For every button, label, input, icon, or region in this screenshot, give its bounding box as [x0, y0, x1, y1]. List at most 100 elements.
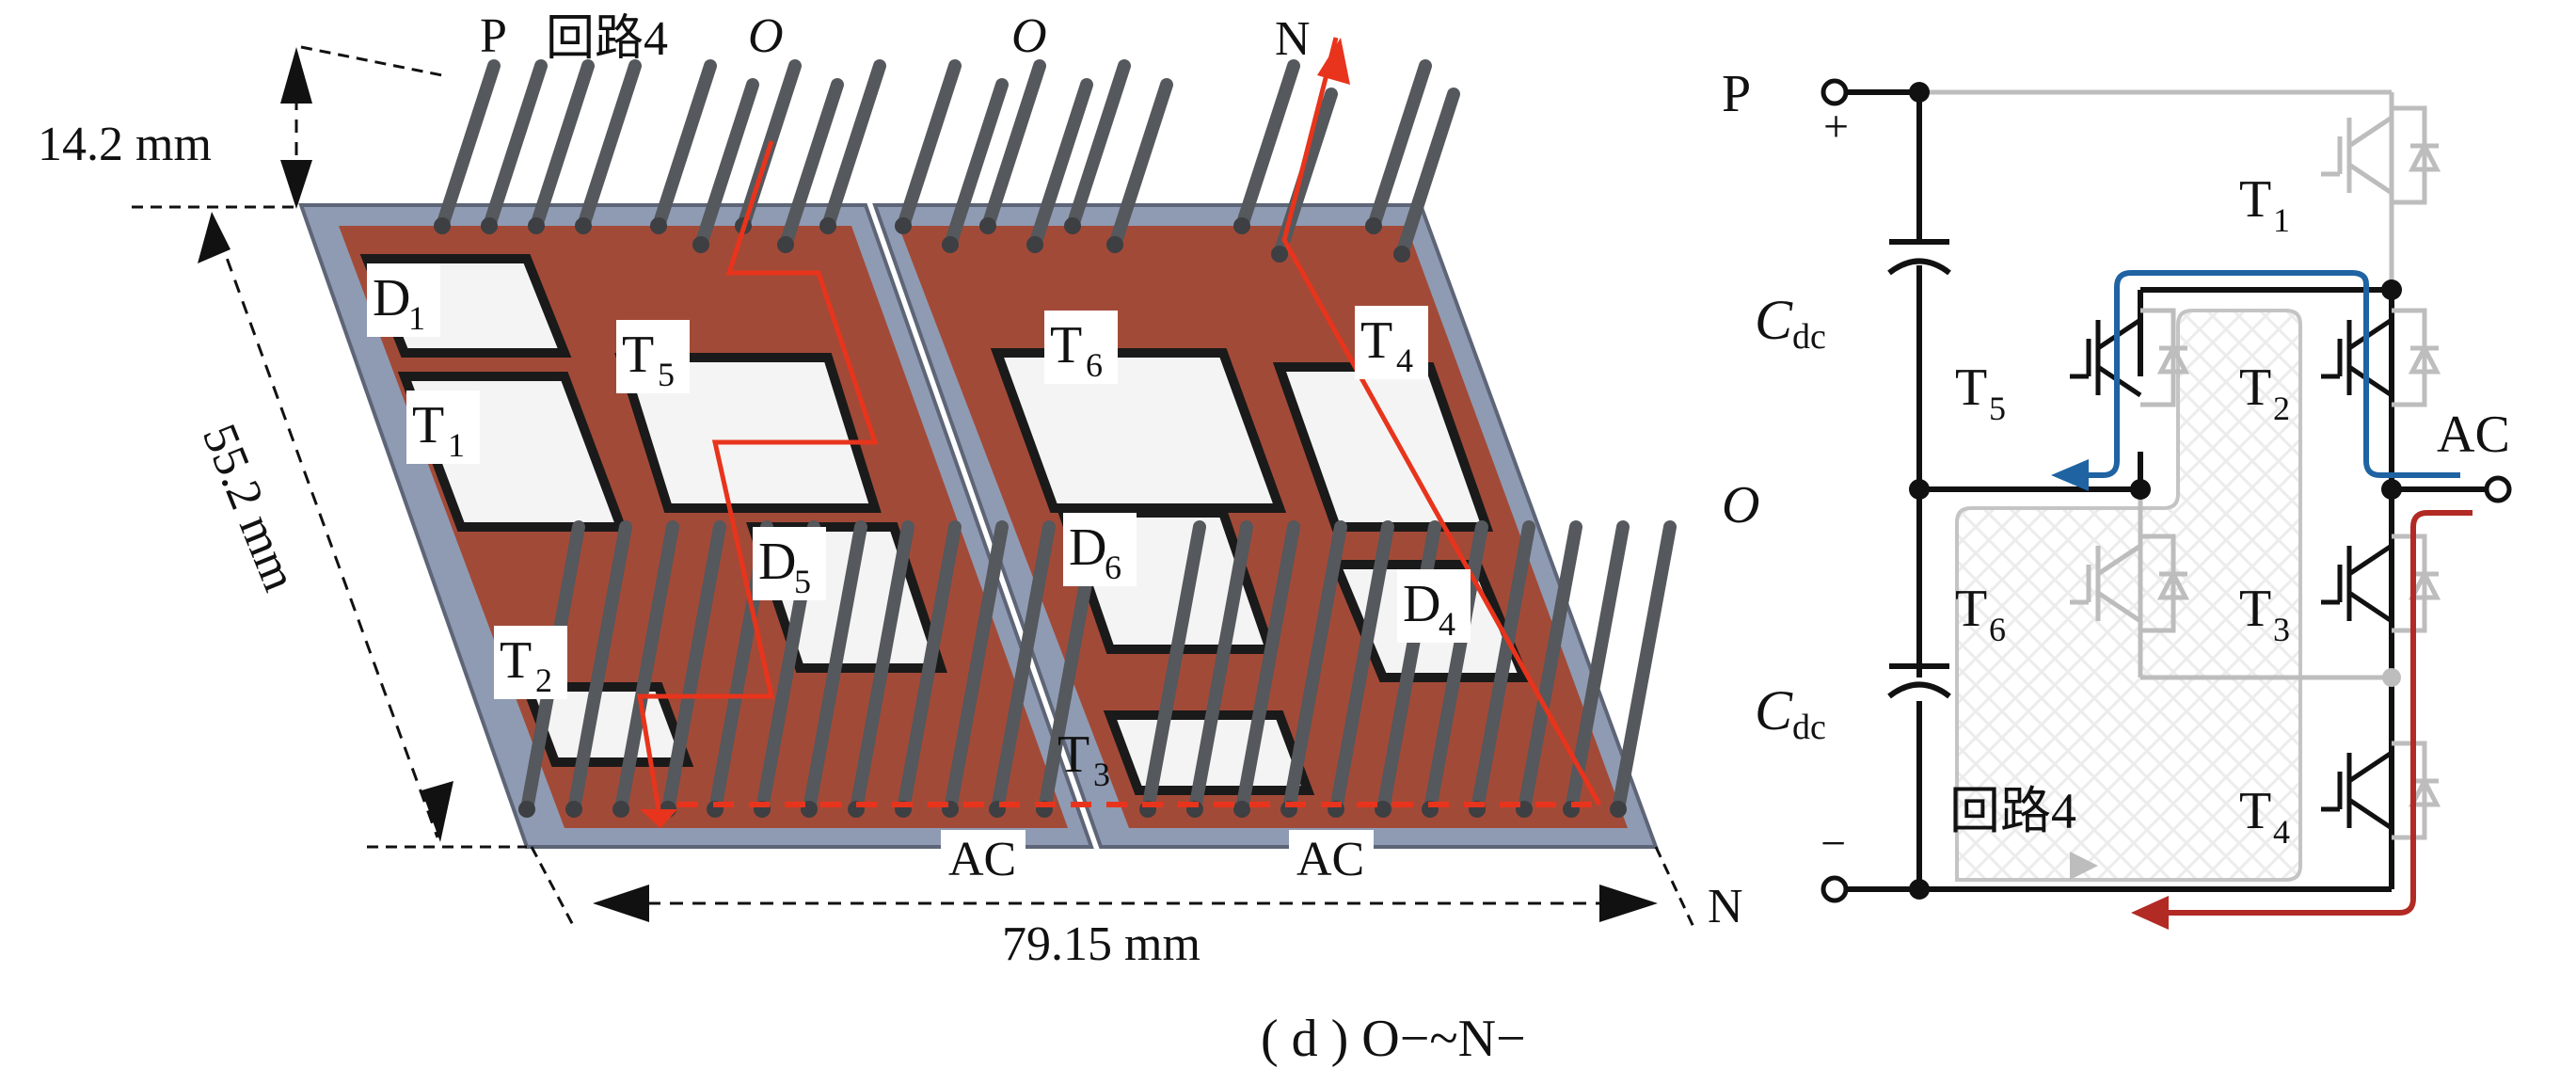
pin [1066, 59, 1131, 232]
node-label-minus: − [1821, 819, 1846, 869]
pin [821, 59, 886, 232]
pin [1028, 78, 1093, 251]
pin-base [692, 236, 709, 253]
pin [1188, 520, 1253, 816]
junctions [1909, 82, 2402, 900]
device-label-main: T [1360, 311, 1392, 370]
pin-base [1365, 217, 1382, 234]
device-label-sub: 4 [1439, 605, 1455, 643]
top-label-p: P [480, 9, 507, 63]
pin [897, 520, 962, 816]
node-label-plus: + [1823, 102, 1849, 151]
switch-label-sub: 6 [1989, 611, 2006, 648]
pin [567, 520, 632, 816]
pin [944, 520, 1009, 816]
pin [1108, 78, 1173, 251]
device-label-sub: 6 [1086, 346, 1103, 384]
terminal-n [1821, 875, 1849, 903]
node-label-ac: AC [2437, 406, 2510, 464]
pin-base [518, 801, 535, 818]
pin-base [434, 217, 451, 234]
device-label-bg [494, 626, 567, 699]
device-label-main: D [1403, 575, 1440, 633]
pin [1471, 520, 1535, 816]
cap-label-upper: C dc [1755, 289, 1826, 357]
device-label-sub: 1 [448, 426, 465, 464]
device-label-sub: 5 [794, 563, 811, 600]
capacitor-lower [1887, 663, 1951, 699]
current-path-darkred [2169, 510, 2473, 916]
switch-label-main: T [2239, 359, 2271, 417]
pin [1565, 520, 1630, 816]
device-label-sub: 6 [1105, 549, 1121, 586]
pin-base [777, 236, 794, 253]
node-label-p: P [1722, 65, 1751, 123]
dim-height-arrow-bottom [280, 160, 312, 209]
pin-base [650, 217, 667, 234]
device-label-sub: 4 [1396, 342, 1413, 379]
pin [991, 520, 1056, 816]
dim-width-arrow-left [593, 885, 649, 922]
device-label-sub: 3 [1093, 756, 1110, 793]
pin-base [979, 217, 996, 234]
pin-base [1610, 801, 1627, 818]
dim-depth-label: 55.2 mm [192, 417, 307, 598]
device-label-sub: 5 [658, 356, 675, 393]
dim-depth-arrow-bottom [421, 781, 453, 842]
switch-label-sub: 5 [1989, 390, 2006, 427]
diode-icon [2392, 105, 2441, 205]
pin-base [819, 217, 836, 234]
pin-base [942, 236, 959, 253]
device-label-d6: D6 [1063, 513, 1137, 586]
cap-label-upper-main: C [1755, 289, 1793, 351]
pin [1329, 520, 1394, 816]
pin-base [895, 217, 912, 234]
current-arrow-down [640, 809, 677, 828]
pin-base [1375, 801, 1391, 818]
switch-t2 [2321, 317, 2393, 398]
dim-width-guide-right [1654, 846, 1695, 928]
switch-label-main: T [2239, 782, 2271, 840]
device-label-main: T [622, 326, 654, 384]
pin [530, 59, 595, 232]
device-label-main: T [1050, 316, 1082, 375]
diode-icon [2392, 308, 2441, 407]
device-label-bg [1397, 569, 1471, 643]
dim-width-guide-left [530, 846, 576, 928]
ac-label-bg-2 [1289, 830, 1374, 886]
dim-depth-line [210, 215, 439, 838]
pin-base [575, 217, 592, 234]
diode-icon [2140, 308, 2190, 407]
top-label-o2: O [1011, 9, 1047, 63]
switch-t1 [2321, 115, 2393, 196]
pin [803, 520, 867, 816]
pin [1282, 520, 1347, 816]
device-label-main: T [500, 631, 532, 690]
junction-grey [2382, 668, 2401, 687]
device-label-sub: 2 [535, 662, 552, 699]
pin [1518, 520, 1582, 816]
cap-label-lower-sub: dc [1792, 708, 1826, 747]
current-arrow-up [1317, 38, 1350, 85]
pin [694, 78, 759, 251]
terminal-p [1821, 78, 1849, 106]
cap-label-lower: C dc [1755, 679, 1826, 747]
pin [1235, 520, 1300, 816]
device-label-d4: D4 [1397, 569, 1471, 643]
top-label-n: N [1275, 12, 1311, 66]
pin [944, 78, 1009, 251]
pin [779, 78, 844, 251]
top-label-loop: 回路4 [546, 12, 668, 66]
pin-base [528, 217, 545, 234]
pin-base [1393, 246, 1410, 263]
loop-4-region [1955, 309, 2302, 882]
pin-base [1106, 236, 1123, 253]
